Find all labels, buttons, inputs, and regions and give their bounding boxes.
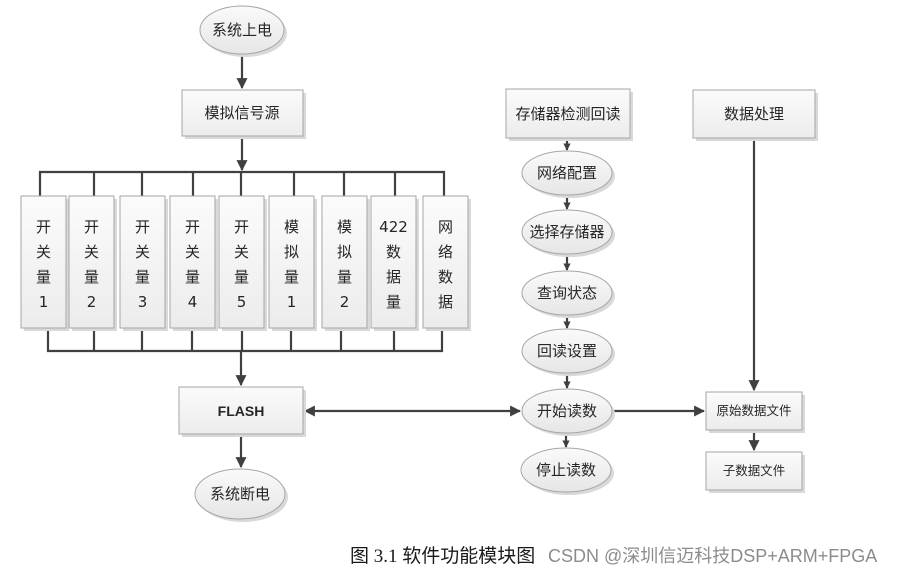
processing-label: 数据处理 [724, 105, 784, 123]
channel-label-char: 1 [39, 293, 49, 311]
processing-node: 数据处理 [692, 89, 818, 141]
channel-label-char: 模 [337, 218, 352, 236]
channel-label-char: 2 [340, 293, 350, 311]
channel-label-char: 1 [287, 293, 297, 311]
readback-step: 查询状态 [521, 270, 615, 318]
channel-label-char: 量 [135, 268, 150, 286]
channel-label-char: 422 [379, 218, 408, 236]
channel-box: 开关量 1 [20, 195, 69, 331]
channel-label-char: 量 [36, 268, 51, 286]
readback-step-label: 开始读数 [537, 402, 597, 420]
raw-file-label: 原始数据文件 [716, 403, 791, 418]
channel-box: 开关量 5 [218, 195, 267, 331]
readback-step: 开始读数 [521, 388, 615, 436]
channel-label-char: 开 [234, 218, 249, 236]
channel-label-char: 拟 [284, 243, 299, 261]
readback-title-label: 存储器检测回读 [515, 105, 620, 123]
channel-label-char: 模 [284, 218, 299, 236]
end-node: 系统断电 [194, 468, 288, 522]
channel-label-char: 关 [135, 243, 150, 261]
bottom-bus [46, 328, 444, 353]
channel-label-char: 3 [138, 293, 148, 311]
channel-label-char: 量 [284, 268, 299, 286]
channel-box: 422 数据量 [370, 195, 419, 331]
channel-label-char: 开 [185, 218, 200, 236]
channel-label-char: 量 [84, 268, 99, 286]
readback-step-label: 停止读数 [536, 461, 596, 479]
end-label: 系统断电 [210, 485, 270, 503]
signal-source-label: 模拟信号源 [204, 104, 279, 122]
readback-step: 停止读数 [520, 447, 614, 495]
channel-label-char: 关 [234, 243, 249, 261]
readback-step-label: 选择存储器 [529, 223, 604, 241]
channel-label-char: 络 [438, 243, 453, 261]
channel-label-char: 量 [185, 268, 200, 286]
channel-label-char: 2 [87, 293, 97, 311]
channel-label-char: 网 [438, 218, 453, 236]
channel-label-char: 4 [188, 293, 198, 311]
channel-label-char: 数 [438, 268, 453, 286]
channel-label-char: 5 [237, 293, 247, 311]
channel-box: 开关量 2 [68, 195, 117, 331]
channel-label-char: 据 [386, 268, 401, 286]
start-label: 系统上电 [212, 21, 272, 39]
channel-box: 开关量 3 [119, 195, 168, 331]
connectors [38, 54, 760, 469]
top-bus-drops [92, 172, 397, 196]
flash-label: FLASH [218, 403, 265, 419]
readback-title-node: 存储器检测回读 [505, 88, 633, 141]
start-node: 系统上电 [199, 5, 287, 57]
channel-box: 开关量 4 [169, 195, 218, 331]
readback-step: 选择存储器 [521, 209, 615, 257]
flash-node: FLASH [178, 386, 306, 437]
channel-label-char: 数 [386, 243, 401, 261]
readback-step-label: 网络配置 [537, 164, 597, 182]
readback-step-label: 回读设置 [537, 342, 597, 360]
channel-label-char: 关 [36, 243, 51, 261]
channel-label-char: 开 [84, 218, 99, 236]
channel-label-char: 据 [438, 293, 453, 311]
channel-label-char: 量 [234, 268, 249, 286]
readback-step: 网络配置 [521, 150, 615, 198]
bottom-bus-drops [92, 328, 396, 351]
sub-file-label: 子数据文件 [723, 463, 786, 478]
channel-label-char: 开 [36, 218, 51, 236]
watermark: CSDN @深圳信迈科技DSP+ARM+FPGA [548, 546, 877, 566]
figure-caption: 图 3.1 软件功能模块图 [350, 545, 535, 567]
channel-label-char: 关 [185, 243, 200, 261]
channel-label-char: 关 [84, 243, 99, 261]
sub-file-node: 子数据文件 [705, 451, 805, 493]
channel-box: 模拟量 1 [268, 195, 317, 331]
signal-source-node: 模拟信号源 [181, 89, 306, 139]
channel-label-char: 量 [337, 268, 352, 286]
channel-box: 模拟量 2 [321, 195, 370, 331]
readback-step-label: 查询状态 [537, 284, 597, 302]
channel-label-char: 量 [386, 293, 401, 311]
channel-label-char: 拟 [337, 243, 352, 261]
channel-label-char: 开 [135, 218, 150, 236]
readback-step: 回读设置 [521, 328, 615, 376]
raw-file-node: 原始数据文件 [705, 391, 805, 433]
